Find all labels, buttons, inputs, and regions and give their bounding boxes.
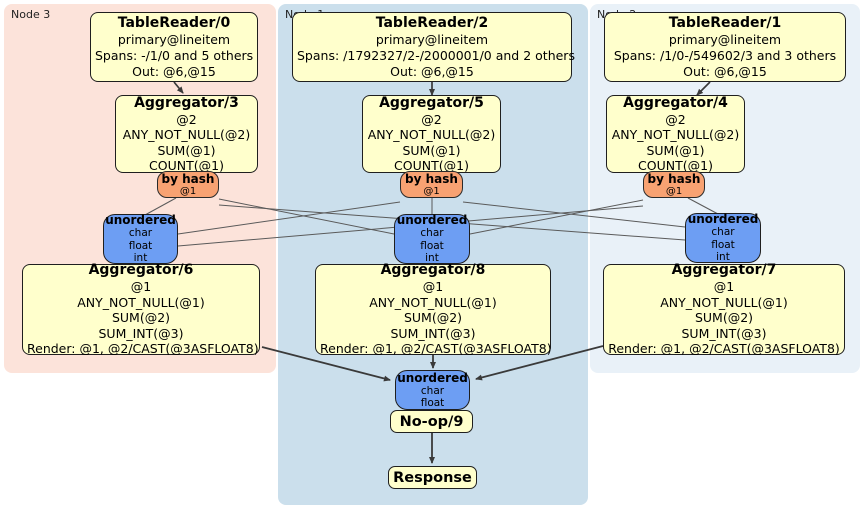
stream-type: char: [420, 227, 444, 240]
tablereader-1-index: primary@lineitem: [668, 31, 782, 47]
node3-label: Node 3: [11, 8, 51, 21]
tablereader-0-spans: Spans: -/1/0 and 5 others: [95, 47, 254, 63]
tablereader-1: TableReader/1 primary@lineitem Spans: /1…: [604, 12, 846, 82]
aggregator-4-line: ANY_NOT_NULL(@2): [611, 127, 740, 142]
aggregator-3-title: Aggregator/3: [134, 94, 239, 111]
unordered-stream-node2-title: unordered: [687, 212, 759, 227]
tablereader-0: TableReader/0 primary@lineitem Spans: -/…: [90, 12, 258, 82]
edge-hash2-stream1: [469, 199, 644, 235]
aggregator-5-line: COUNT(@1): [394, 158, 469, 173]
noop-processor: No-op/9: [390, 410, 473, 433]
tablereader-1-spans: Spans: /1/0-/549602/3 and 3 others: [613, 47, 837, 63]
tablereader-0-title: TableReader/0: [117, 14, 231, 31]
edge-hash3-stream1: [218, 198, 395, 235]
aggregator-8-line: ANY_NOT_NULL(@1): [369, 294, 497, 310]
edge-tr1-agg4: [696, 81, 711, 96]
stream-type: char: [711, 226, 735, 239]
aggregator-7-line: @1: [713, 279, 735, 295]
edge-hash1-stream3: [177, 201, 401, 235]
stream-type: char: [128, 227, 153, 240]
edge-hash2-stream2: [687, 197, 719, 215]
aggregator-5: Aggregator/5 @2 ANY_NOT_NULL(@2) SUM(@1)…: [362, 95, 501, 173]
aggregator-5-line: ANY_NOT_NULL(@2): [367, 127, 496, 142]
stream-type: int: [716, 251, 730, 264]
aggregator-7-title: Aggregator/7: [671, 262, 777, 279]
aggregator-8-title: Aggregator/8: [380, 262, 486, 279]
hash-router-node3: by hash @1: [157, 171, 219, 198]
tablereader-0-out: Out: @6,@15: [132, 63, 216, 79]
stream-type: float: [420, 239, 444, 252]
aggregator-8: Aggregator/8 @1 ANY_NOT_NULL(@1) SUM(@2)…: [315, 262, 552, 357]
aggregator-6-line: Render: @1, @2/CAST(@3ASFLOAT8): [27, 341, 259, 357]
aggregator-3-line: @2: [176, 111, 197, 127]
unordered-stream-node2: unordered char float int: [685, 212, 761, 264]
aggregator-3-line: COUNT(@1): [149, 158, 224, 173]
aggregator-6-title: Aggregator/6: [88, 262, 194, 279]
aggregator-6-line: SUM(@2): [111, 310, 171, 326]
tablereader-1-out: Out: @6,@15: [683, 63, 767, 79]
aggregator-8-line: @1: [422, 279, 444, 295]
edge-tr0-agg3: [173, 81, 184, 94]
aggregator-6-line: ANY_NOT_NULL(@1): [77, 294, 205, 310]
unordered-stream-node3-title: unordered: [105, 213, 176, 228]
aggregator-8-line: SUM(@2): [403, 310, 463, 326]
edge-hash1-stream2: [462, 201, 686, 228]
aggregator-7-line: SUM(@2): [694, 310, 754, 326]
stream-type: float: [420, 397, 445, 409]
aggregator-3-line: ANY_NOT_NULL(@2): [122, 127, 251, 142]
aggregator-7-line: ANY_NOT_NULL(@1): [660, 294, 788, 310]
hash-router-node1-detail: @1: [423, 185, 440, 197]
unordered-stream-node1: unordered char float int: [394, 213, 470, 265]
stream-type: float: [128, 239, 153, 252]
stream-type: int: [133, 252, 148, 265]
unordered-stream-final-title: unordered: [397, 370, 468, 385]
aggregator-8-line: SUM_INT(@3): [390, 325, 476, 341]
aggregator-5-line: SUM(@1): [402, 142, 461, 158]
tablereader-1-title: TableReader/1: [668, 14, 782, 31]
hash-router-node3-title: by hash: [161, 171, 215, 186]
aggregator-4: Aggregator/4 @2 ANY_NOT_NULL(@2) SUM(@1)…: [606, 95, 745, 173]
aggregator-3-line: SUM(@1): [157, 142, 216, 158]
response-label: Response: [393, 469, 472, 486]
edge-agg7-final-stream: [475, 345, 604, 381]
response-node: Response: [388, 466, 477, 489]
hash-router-node1-title: by hash: [405, 171, 458, 186]
tablereader-2-out: Out: @6,@15: [390, 63, 474, 79]
stream-type: char: [420, 384, 445, 397]
hash-router-node2: by hash @1: [643, 171, 705, 198]
aggregator-5-line: @2: [421, 111, 442, 127]
hash-router-node1: by hash @1: [400, 171, 463, 198]
tablereader-2: TableReader/2 primary@lineitem Spans: /1…: [292, 12, 575, 82]
aggregator-4-line: SUM(@1): [646, 142, 705, 158]
noop-label: No-op/9: [399, 413, 464, 430]
stream-type: float: [711, 238, 735, 251]
edge-hash3-stream3: [144, 197, 177, 216]
aggregator-4-line: @2: [665, 111, 686, 127]
aggregator-8-line: Render: @1, @2/CAST(@3ASFLOAT8): [320, 341, 552, 357]
hash-router-node2-title: by hash: [647, 171, 701, 186]
aggregator-7-line: Render: @1, @2/CAST(@3ASFLOAT8): [608, 341, 840, 357]
stream-type: int: [425, 252, 439, 265]
unordered-stream-node1-title: unordered: [396, 213, 468, 228]
aggregator-4-line: COUNT(@1): [638, 158, 713, 173]
aggregator-4-title: Aggregator/4: [623, 94, 728, 111]
tablereader-0-index: primary@lineitem: [117, 31, 231, 47]
aggregator-6-line: SUM_INT(@3): [98, 325, 184, 341]
aggregator-6: Aggregator/6 @1 ANY_NOT_NULL(@1) SUM(@2)…: [22, 262, 260, 357]
aggregator-7-line: SUM_INT(@3): [681, 325, 767, 341]
aggregator-6-line: @1: [130, 279, 152, 295]
aggregator-5-title: Aggregator/5: [379, 94, 484, 111]
tablereader-2-title: TableReader/2: [375, 14, 489, 31]
unordered-stream-final: unordered char float: [395, 370, 470, 410]
aggregator-3: Aggregator/3 @2 ANY_NOT_NULL(@2) SUM(@1)…: [115, 95, 258, 173]
unordered-stream-node3: unordered char float int: [103, 213, 178, 265]
tablereader-2-spans: Spans: /1792327/2-/2000001/0 and 2 other…: [297, 47, 575, 63]
tablereader-2-index: primary@lineitem: [375, 31, 489, 47]
edge-agg6-final-stream: [261, 346, 391, 382]
hash-router-node2-detail: @1: [665, 185, 683, 197]
aggregator-7: Aggregator/7 @1 ANY_NOT_NULL(@1) SUM(@2)…: [603, 262, 845, 357]
hash-router-node3-detail: @1: [179, 185, 197, 197]
